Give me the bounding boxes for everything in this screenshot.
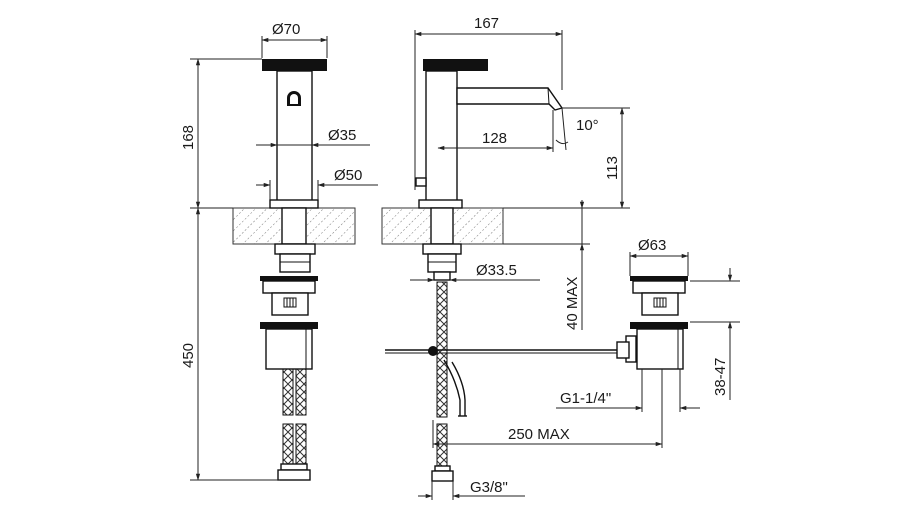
handle-cap: [262, 59, 327, 71]
dim-body-diameter: 35: [340, 127, 357, 144]
front-dimensions: Ø70 168 450 Ø35 Ø50: [180, 21, 378, 481]
front-view: [232, 59, 356, 481]
dim-reach-167: 167: [474, 15, 499, 32]
svg-text:Ø33.5: Ø33.5: [476, 262, 517, 279]
dim-angle: 10°: [576, 117, 599, 134]
svg-text:Ø70: Ø70: [272, 21, 300, 38]
dim-base-diameter: 50: [346, 167, 363, 184]
pop-up-lever-knob: [415, 177, 427, 187]
dim-waste-thread: G1-1/4": [560, 390, 611, 407]
waste-view: [616, 276, 688, 370]
waste-cap: [630, 276, 688, 281]
svg-text:Ø63: Ø63: [638, 237, 666, 254]
side-view: [381, 59, 626, 482]
dim-waste-height: 38-47: [712, 358, 729, 396]
dim-spout-diameter: 70: [284, 21, 301, 38]
dim-40-max: 40 MAX: [564, 277, 581, 330]
dim-rod-max: 250 MAX: [508, 426, 570, 443]
handle-cap-side: [423, 59, 488, 71]
side-dimensions: 167 128 10° 113 40 MAX Ø33.5 Ø63: [410, 15, 740, 500]
svg-text:Ø35: Ø35: [328, 127, 356, 144]
dim-height-113: 113: [604, 156, 621, 180]
tap-body-side: [425, 70, 458, 205]
dim-spout-128: 128: [482, 130, 507, 147]
dim-height-168: 168: [180, 125, 197, 150]
spout: [456, 87, 564, 111]
svg-text:Ø50: Ø50: [334, 167, 362, 184]
dim-shank-diameter: 33.5: [488, 262, 517, 279]
dim-waste-diameter: 63: [650, 237, 667, 254]
dim-inlet-thread: G3/8": [470, 479, 508, 496]
dim-height-450: 450: [180, 343, 197, 368]
tap-body: [276, 70, 313, 205]
